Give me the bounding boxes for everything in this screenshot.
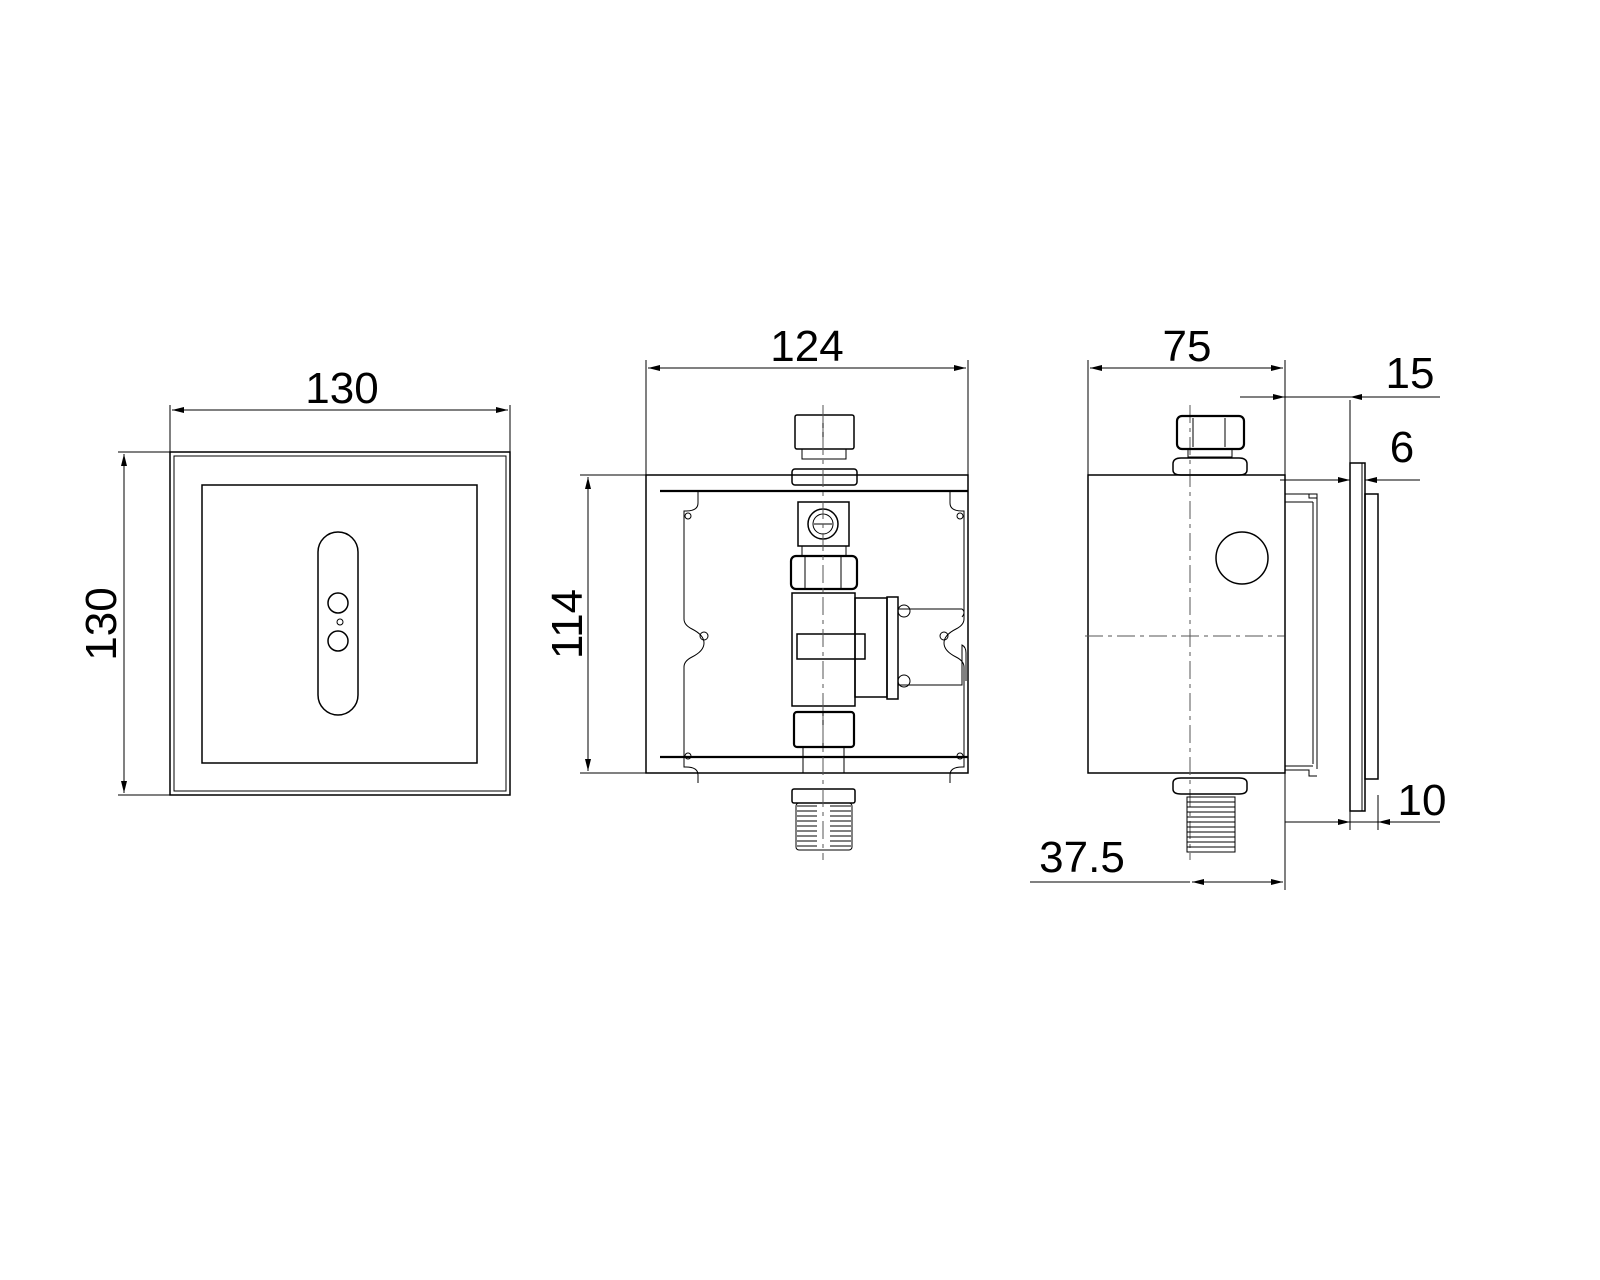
sensor-eye xyxy=(327,630,349,652)
dim-plate-thickness: 6 xyxy=(1390,423,1414,472)
dim-plate-offset: 15 xyxy=(1386,349,1435,398)
dim-front-height: 130 xyxy=(77,587,126,660)
sensor-eye xyxy=(327,592,349,614)
thread xyxy=(795,802,853,851)
side-view: 75 15 6 10 37.5 xyxy=(1030,322,1446,890)
solenoid-port xyxy=(1215,531,1269,585)
dim-side-depth: 75 xyxy=(1163,322,1212,371)
dim-internal-width: 124 xyxy=(770,322,843,371)
dim-pipe-offset: 37.5 xyxy=(1039,833,1125,882)
dim-internal-height: 114 xyxy=(543,589,592,659)
sensor-window xyxy=(317,531,359,716)
dim-inner-plate: 10 xyxy=(1398,776,1447,825)
internal-view: 124 114 xyxy=(543,322,969,860)
front-view: 130 130 xyxy=(77,364,511,796)
cover-plate xyxy=(1349,462,1366,812)
dim-front-width: 130 xyxy=(305,364,378,413)
